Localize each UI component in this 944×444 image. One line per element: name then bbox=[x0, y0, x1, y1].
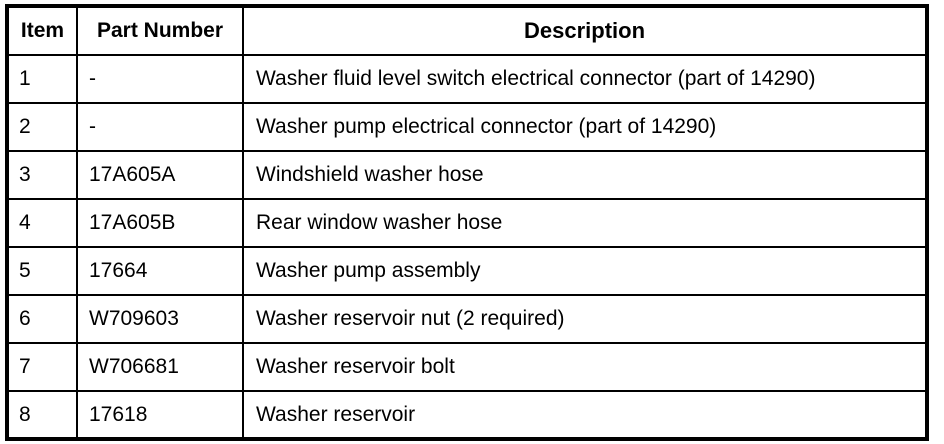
table-row: 6 W709603 Washer reservoir nut (2 requir… bbox=[6, 294, 928, 344]
cell-part-number: W706681 bbox=[76, 342, 244, 392]
cell-part-number: 17618 bbox=[76, 390, 244, 440]
cell-part-number: - bbox=[76, 102, 244, 152]
cell-item: 7 bbox=[6, 342, 78, 392]
table-row: 2 - Washer pump electrical connector (pa… bbox=[6, 102, 928, 152]
cell-item: 2 bbox=[6, 102, 78, 152]
cell-description: Windshield washer hose bbox=[242, 150, 928, 200]
cell-description: Washer fluid level switch electrical con… bbox=[242, 54, 928, 104]
parts-table-container: Item Part Number Description 1 - Washer … bbox=[5, 4, 929, 441]
column-header-part-number: Part Number bbox=[76, 5, 244, 56]
cell-description: Washer pump electrical connector (part o… bbox=[242, 102, 928, 152]
cell-item: 5 bbox=[6, 246, 78, 296]
table-body: 1 - Washer fluid level switch electrical… bbox=[6, 54, 928, 440]
table-row: 4 17A605B Rear window washer hose bbox=[6, 198, 928, 248]
cell-part-number: W709603 bbox=[76, 294, 244, 344]
column-header-description: Description bbox=[242, 5, 928, 56]
table-row: 3 17A605A Windshield washer hose bbox=[6, 150, 928, 200]
cell-part-number: 17664 bbox=[76, 246, 244, 296]
cell-description: Washer pump assembly bbox=[242, 246, 928, 296]
cell-item: 1 bbox=[6, 54, 78, 104]
cell-description: Rear window washer hose bbox=[242, 198, 928, 248]
table-row: 5 17664 Washer pump assembly bbox=[6, 246, 928, 296]
parts-legend-table: Item Part Number Description 1 - Washer … bbox=[5, 4, 929, 441]
cell-part-number: 17A605A bbox=[76, 150, 244, 200]
cell-item: 8 bbox=[6, 390, 78, 440]
cell-item: 3 bbox=[6, 150, 78, 200]
table-header: Item Part Number Description bbox=[6, 5, 928, 56]
cell-item: 6 bbox=[6, 294, 78, 344]
cell-description: Washer reservoir bolt bbox=[242, 342, 928, 392]
cell-part-number: 17A605B bbox=[76, 198, 244, 248]
cell-description: Washer reservoir nut (2 required) bbox=[242, 294, 928, 344]
column-header-item: Item bbox=[6, 5, 78, 56]
cell-item: 4 bbox=[6, 198, 78, 248]
table-row: 7 W706681 Washer reservoir bolt bbox=[6, 342, 928, 392]
table-row: 8 17618 Washer reservoir bbox=[6, 390, 928, 440]
table-header-row: Item Part Number Description bbox=[6, 5, 928, 56]
table-row: 1 - Washer fluid level switch electrical… bbox=[6, 54, 928, 104]
cell-part-number: - bbox=[76, 54, 244, 104]
cell-description: Washer reservoir bbox=[242, 390, 928, 440]
